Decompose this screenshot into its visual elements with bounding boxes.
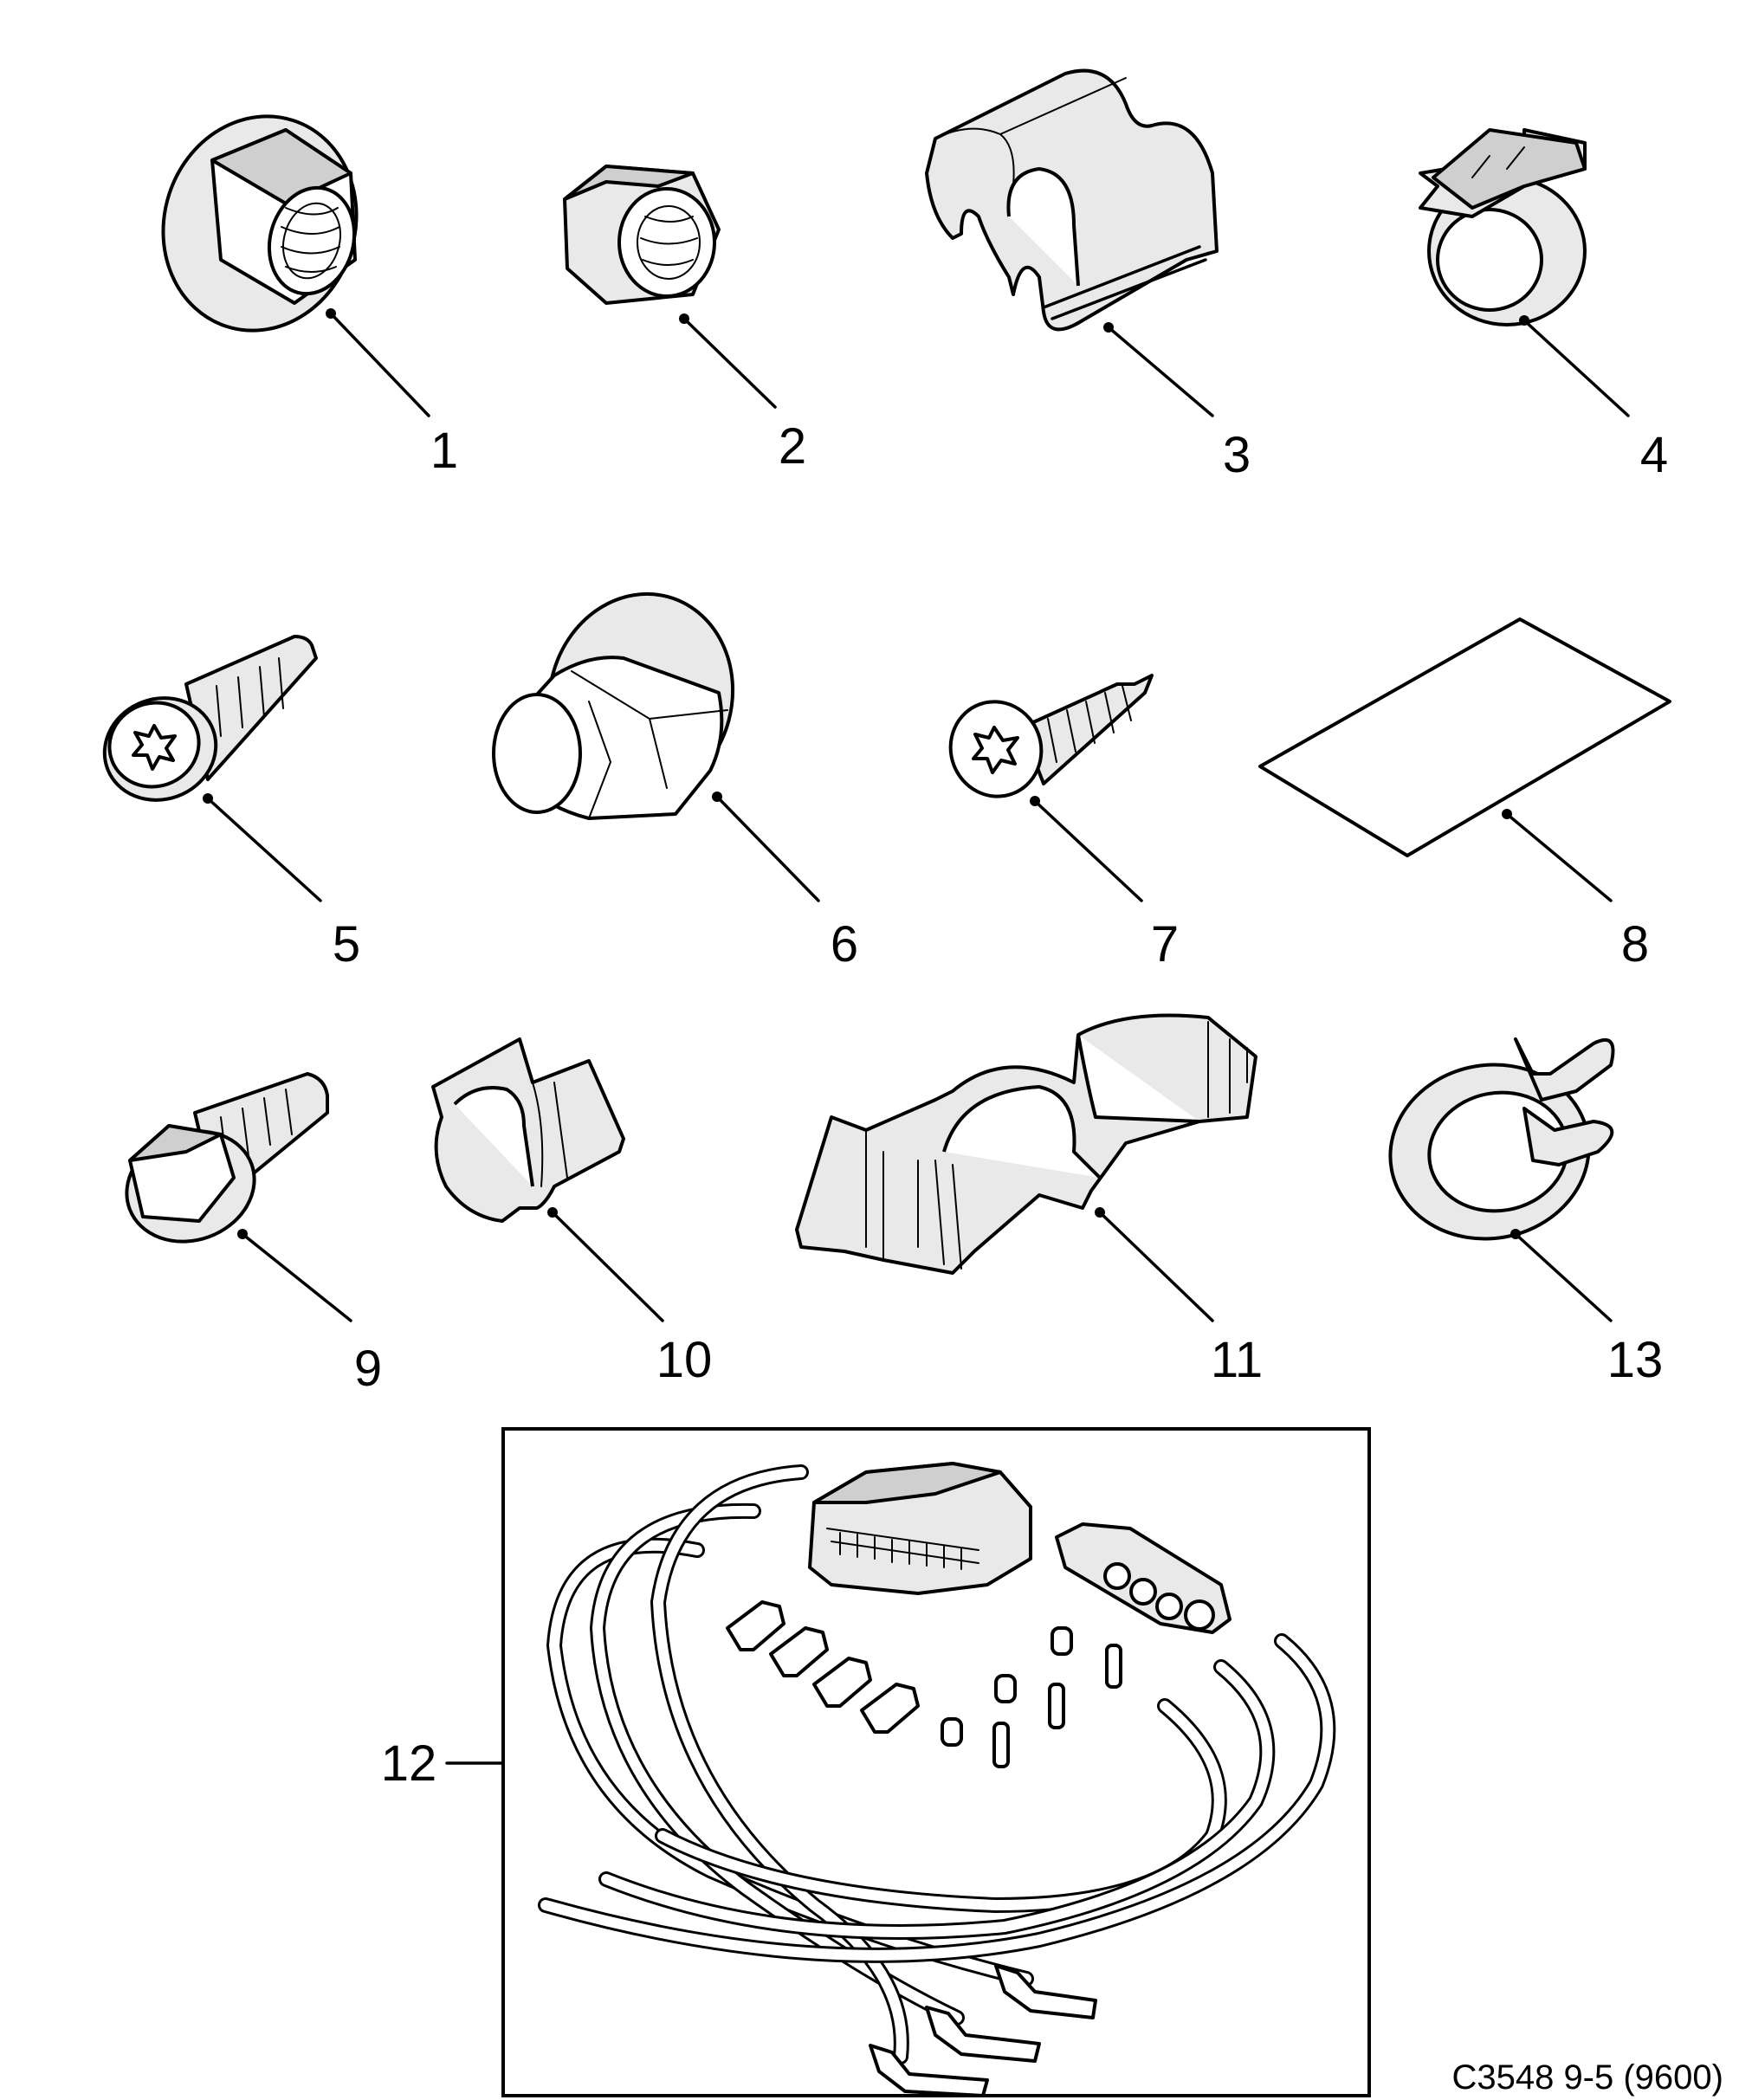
callout-9: 9 <box>237 1229 382 1397</box>
svg-text:9: 9 <box>354 1341 382 1397</box>
svg-text:13: 13 <box>1607 1332 1664 1388</box>
callout-6: 6 <box>712 792 858 972</box>
hex-nut-icon <box>563 165 721 305</box>
connector-small <box>1055 1522 1232 1634</box>
wire-terminals <box>869 1964 1097 2097</box>
pad-icon <box>1258 617 1671 857</box>
svg-text:2: 2 <box>779 418 806 475</box>
wires <box>538 1464 1336 2064</box>
svg-text:12: 12 <box>381 1735 437 1792</box>
svg-text:6: 6 <box>831 916 858 972</box>
callout-5: 5 <box>203 793 360 972</box>
rivet-nut-icon <box>492 591 735 820</box>
svg-text:10: 10 <box>656 1332 713 1388</box>
svg-text:8: 8 <box>1621 916 1649 972</box>
callout-1: 1 <box>326 308 458 479</box>
connector-housing <box>808 1462 1032 1595</box>
torx-screw-icon <box>948 674 1154 798</box>
torx-bolt-icon <box>102 635 318 802</box>
callout-11: 11 <box>1095 1207 1263 1388</box>
cable-holder-icon <box>795 1013 1257 1275</box>
reference-code: C3548 9-5 (9600) <box>1451 2058 1723 2097</box>
double-pipe-clip-icon <box>925 68 1219 332</box>
svg-text:3: 3 <box>1223 427 1251 483</box>
callout-8: 8 <box>1502 809 1649 972</box>
ring-clip-icon <box>1388 1037 1615 1241</box>
svg-text:4: 4 <box>1640 427 1668 483</box>
round-pins <box>941 1626 1122 1768</box>
callout-4: 4 <box>1519 315 1668 483</box>
single-pipe-clip-icon <box>1419 128 1587 326</box>
wiring-repair-kit-icon <box>501 1427 1371 2097</box>
spring-clip-icon <box>431 1037 625 1223</box>
hex-bolt-icon <box>125 1072 329 1244</box>
svg-text:11: 11 <box>1211 1332 1263 1388</box>
callout-label-1: 1 <box>430 423 458 479</box>
flat-terminals <box>726 1600 920 1734</box>
callout-2: 2 <box>679 313 806 475</box>
callout-13: 13 <box>1510 1229 1663 1388</box>
callout-7: 7 <box>1030 796 1179 972</box>
flange-nut-icon <box>161 114 359 333</box>
callout-10: 10 <box>547 1207 712 1388</box>
callout-3: 3 <box>1103 322 1251 483</box>
svg-text:5: 5 <box>333 916 360 972</box>
svg-text:7: 7 <box>1151 916 1179 972</box>
callout-12: 12 <box>381 1735 505 1792</box>
